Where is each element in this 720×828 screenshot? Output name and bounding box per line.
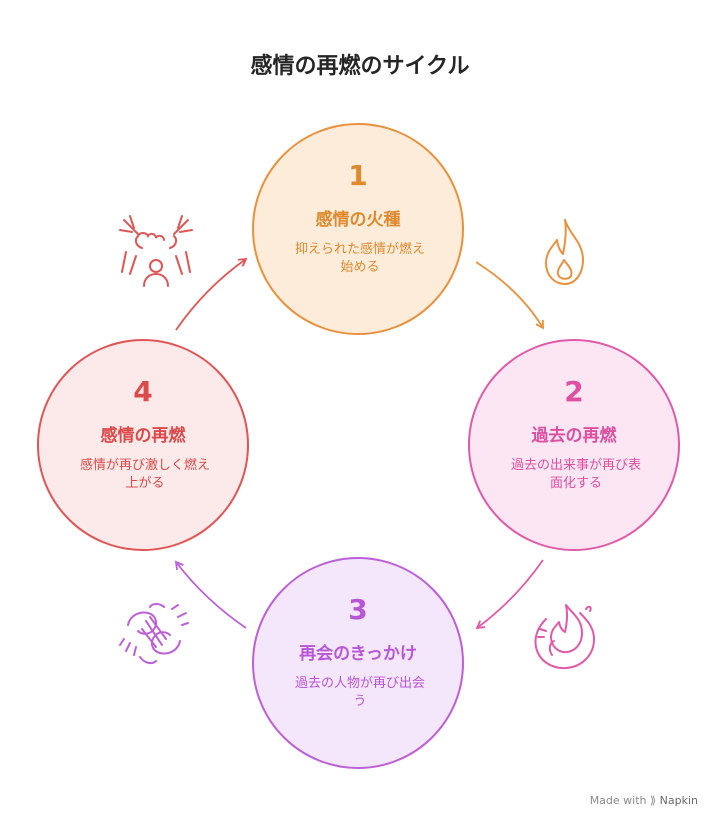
arrow-step1-to-step2 xyxy=(475,261,544,330)
step-3-heading: 再会のきっかけ xyxy=(299,644,417,664)
step-2-heading: 過去の再燃 xyxy=(531,426,617,446)
step-4-description-line: 上がる xyxy=(125,476,165,491)
watermark-prefix: Made with xyxy=(589,794,647,807)
frustrated-person-icon xyxy=(119,215,193,287)
napkin-logo-icon: ⟫ xyxy=(650,794,657,807)
step-1-circle: 1 感情の火種 抑えられた感情が燃え 始める xyxy=(252,123,464,335)
step-1-heading: 感情の火種 xyxy=(315,210,401,230)
step-2-description-line: 面化する xyxy=(549,476,602,491)
arrow-step2-to-step3 xyxy=(475,559,544,630)
arrow-step3-to-step4 xyxy=(174,560,247,629)
step-4-description: 感情が再び激しく燃え 上がる xyxy=(65,457,225,493)
diagram-title: 感情の再燃のサイクル xyxy=(250,54,470,79)
step-1-number: 1 xyxy=(348,159,368,192)
step-2-circle: 2 過去の再燃 過去の出来事が再び表 面化する xyxy=(468,339,680,551)
step-4-circle: 4 感情の再燃 感情が再び激しく燃え 上がる xyxy=(37,339,249,551)
watermark-brand: Napkin xyxy=(659,794,698,807)
step-3-circle: 3 再会のきっかけ 過去の人物が再び出会 う xyxy=(252,557,464,769)
napkin-watermark: Made with ⟫ Napkin xyxy=(590,794,698,807)
step-3-description-line: 過去の人物が再び出会 xyxy=(294,676,425,691)
step-4-heading: 感情の再燃 xyxy=(100,426,186,446)
step-1-description: 抑えられた感情が燃え 始める xyxy=(280,241,440,277)
arrow-step4-to-step1 xyxy=(175,257,248,331)
step-3-number: 3 xyxy=(348,593,368,626)
step-4-description-line: 感情が再び激しく燃え xyxy=(79,458,210,473)
step-1-description-line: 始める xyxy=(340,260,380,275)
handshake-icon xyxy=(119,603,189,665)
flame-icon xyxy=(545,219,584,285)
rekindled-flame-icon xyxy=(534,604,596,670)
step-3-description: 過去の人物が再び出会 う xyxy=(280,675,440,711)
step-1-description-line: 抑えられた感情が燃え xyxy=(294,242,425,257)
step-3-description-line: う xyxy=(353,694,367,709)
step-4-number: 4 xyxy=(133,375,153,408)
step-2-description-line: 過去の出来事が再び表 xyxy=(510,458,641,473)
step-2-description: 過去の出来事が再び表 面化する xyxy=(496,457,656,493)
step-2-number: 2 xyxy=(564,375,584,408)
